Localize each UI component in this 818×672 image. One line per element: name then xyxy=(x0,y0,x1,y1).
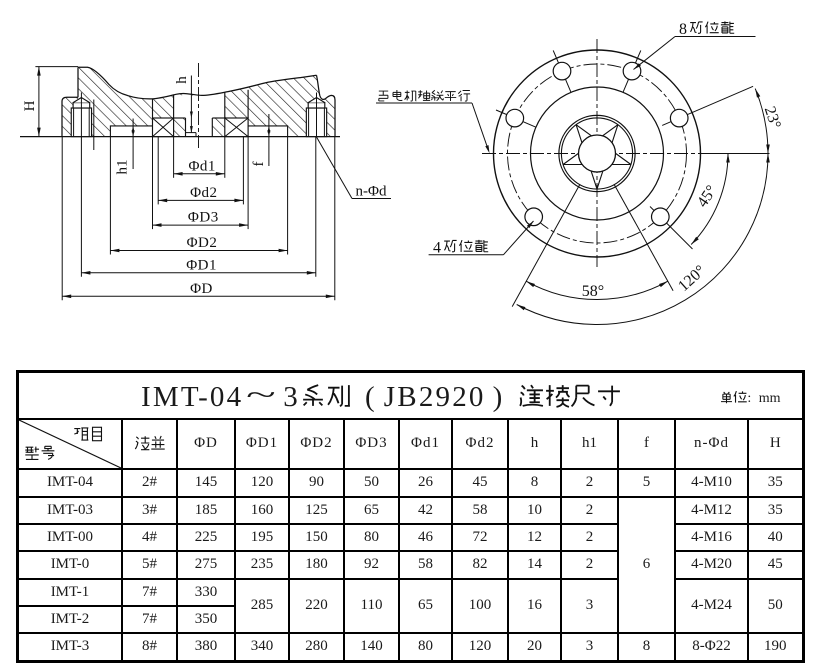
svg-text:f: f xyxy=(251,162,267,167)
svg-text:120°: 120° xyxy=(675,262,709,295)
svg-text:ΦD: ΦD xyxy=(190,281,213,297)
svg-text:Φd2: Φd2 xyxy=(190,185,217,201)
svg-text:H: H xyxy=(22,100,38,111)
svg-text:4: 4 xyxy=(433,240,441,257)
svg-text:h1: h1 xyxy=(115,160,131,175)
svg-text:Φd1: Φd1 xyxy=(188,158,215,174)
svg-text:ΦD3: ΦD3 xyxy=(188,210,219,226)
svg-text:8: 8 xyxy=(679,21,687,38)
svg-text:n-Φd: n-Φd xyxy=(356,184,387,200)
svg-text:23°: 23° xyxy=(761,104,784,131)
svg-text:ΦD1: ΦD1 xyxy=(186,257,217,273)
svg-text:ΦD2: ΦD2 xyxy=(187,235,218,251)
svg-text:h: h xyxy=(174,76,190,84)
svg-text:58°: 58° xyxy=(582,283,604,300)
